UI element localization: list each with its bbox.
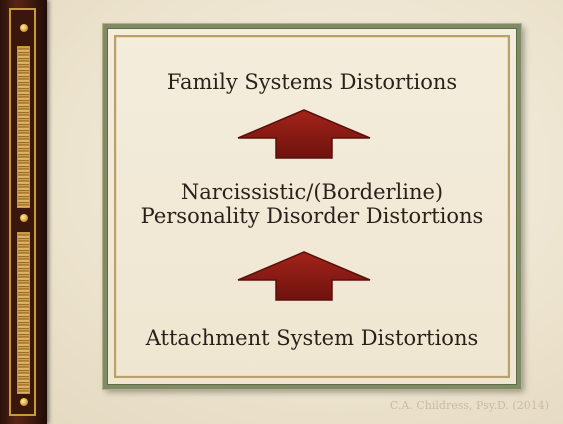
side-bar-inlay bbox=[9, 8, 36, 416]
personality-disorder-line-1: Narcissistic/(Borderline) bbox=[180, 180, 444, 204]
author-credit: C.A. Childress, Psy.D. (2014) bbox=[389, 399, 549, 412]
up-arrow-icon bbox=[237, 109, 371, 159]
family-systems-label: Family Systems Distortions bbox=[166, 70, 458, 94]
gold-stud-icon bbox=[20, 398, 28, 406]
diagram-frame bbox=[102, 23, 522, 390]
ornament-strip bbox=[17, 232, 30, 394]
attachment-system-label: Attachment System Distortions bbox=[145, 326, 479, 350]
personality-disorder-line-2: Personality Disorder Distortions bbox=[140, 204, 484, 228]
decorative-side-bar bbox=[0, 0, 47, 424]
gold-stud-icon bbox=[20, 214, 28, 222]
personality-disorder-label: Narcissistic/(Borderline) Personality Di… bbox=[103, 180, 521, 228]
gold-stud-icon bbox=[20, 24, 28, 32]
up-arrow-icon bbox=[237, 251, 371, 301]
ornament-strip bbox=[17, 46, 30, 208]
diagram-frame-inner-border bbox=[114, 35, 510, 378]
